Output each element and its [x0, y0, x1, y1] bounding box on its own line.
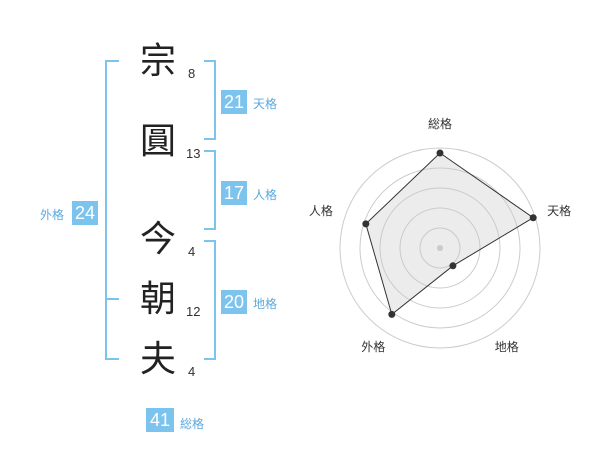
radar-point-2 [449, 262, 457, 270]
stroke-count-5: 4 [188, 364, 196, 379]
gaikaku-label: 外格 [40, 208, 65, 222]
stroke-count-2: 13 [186, 146, 201, 161]
name-char-1: 宗 [140, 41, 177, 82]
soukaku-label: 総格 [180, 417, 205, 431]
stroke-count-1: 8 [188, 66, 196, 81]
radar-ring-4 [359, 167, 521, 329]
radar-axis-label-2: 地格 [495, 339, 519, 354]
radar-point-3 [388, 310, 396, 318]
chikaku-badge: 20 [221, 290, 247, 314]
radar-center [437, 245, 443, 251]
radar-point-1 [529, 214, 537, 222]
stroke-count-3: 4 [188, 244, 196, 259]
jinkaku-badge: 17 [221, 181, 247, 205]
name-char-2: 圓 [140, 121, 177, 162]
radar-ring-1 [419, 227, 461, 269]
name-char-3: 今 [140, 219, 177, 260]
soukaku-badge: 41 [146, 408, 174, 432]
radar-shape [365, 152, 535, 316]
name-char-4: 朝 [140, 279, 177, 320]
radar-axis-label-4: 人格 [309, 203, 333, 218]
stroke-count-4: 12 [186, 304, 201, 319]
gaikaku-badge: 24 [72, 201, 98, 225]
tenkaku-badge: 21 [221, 90, 247, 114]
name-char-5: 夫 [140, 339, 177, 380]
radar-axis-label-0: 総格 [428, 116, 452, 131]
tenkaku-label: 天格 [253, 97, 278, 111]
radar-axis-label-3: 外格 [361, 339, 385, 354]
radar-axis-label-1: 天格 [547, 203, 571, 218]
jinkaku-label: 人格 [253, 188, 278, 202]
chikaku-label: 地格 [253, 297, 278, 311]
radar-point-4 [362, 220, 370, 228]
radar-ring-3 [379, 187, 501, 309]
radar-point-0 [436, 149, 444, 157]
radar-ring-2 [399, 207, 481, 289]
